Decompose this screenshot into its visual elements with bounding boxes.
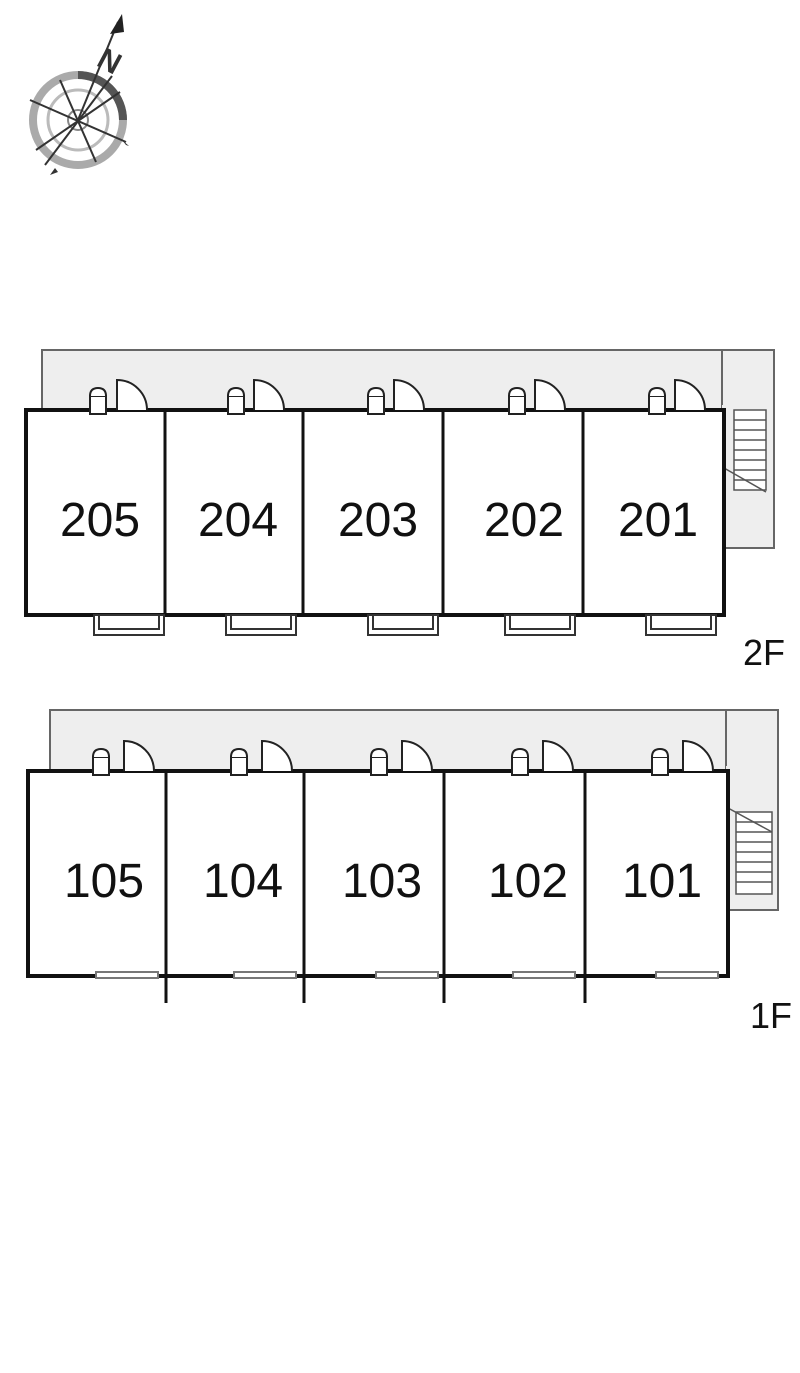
unit-label: 203 (338, 494, 418, 547)
balconies-2f (93, 614, 717, 636)
unit-label: 101 (622, 855, 702, 908)
unit-label: 105 (64, 855, 144, 908)
floor-label-1f: 1F (750, 995, 792, 1036)
unit-label: 201 (618, 494, 698, 547)
floor-label-2f: 2F (743, 632, 785, 673)
unit-label: 103 (342, 855, 422, 908)
unit-label: 202 (484, 494, 564, 547)
compass-rose-icon: N (29, 14, 129, 175)
floor-2f: 205 204 203 202 201 2F (24, 349, 785, 673)
unit-label: 102 (488, 855, 568, 908)
doors-1f (92, 739, 714, 776)
doors-2f (89, 378, 706, 415)
unit-label: 205 (60, 494, 140, 547)
units-block-1f (26, 769, 730, 978)
stairs-2f (723, 409, 767, 493)
unit-label: 104 (203, 855, 283, 908)
floor-1f: 105 104 103 102 101 1F (26, 709, 792, 1036)
stairs-1f (727, 807, 773, 895)
unit-label: 204 (198, 494, 278, 547)
windows-1f (95, 971, 719, 979)
